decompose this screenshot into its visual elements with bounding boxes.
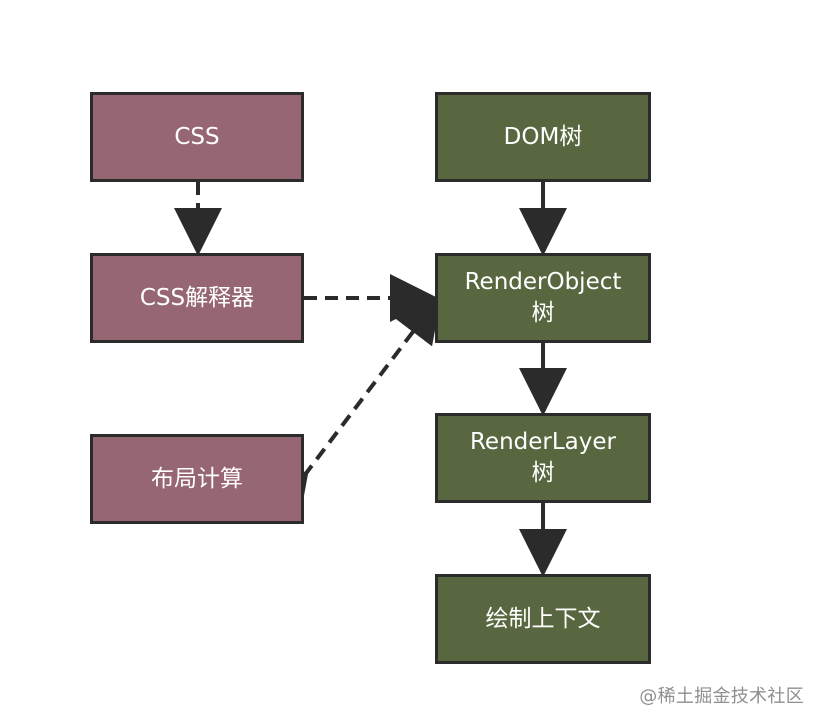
node-css: CSS xyxy=(90,92,304,182)
node-css-label: CSS xyxy=(174,123,220,150)
node-dom-tree-label: DOM树 xyxy=(503,123,583,150)
node-renderobject-tree: RenderObject 树 xyxy=(435,253,651,343)
node-css-parser: CSS解释器 xyxy=(90,253,304,343)
node-renderlayer-tree: RenderLayer 树 xyxy=(435,413,651,503)
node-renderlayer-tree-label: RenderLayer 树 xyxy=(469,429,616,486)
node-css-parser-label: CSS解释器 xyxy=(139,284,255,311)
node-paint-context-label: 绘制上下文 xyxy=(485,605,601,632)
edge-layout-renderobject xyxy=(260,293,442,523)
watermark-text: @稀土掘金技术社区 xyxy=(639,686,804,707)
node-layout-calculation-label: 布局计算 xyxy=(151,465,243,492)
node-paint-context: 绘制上下文 xyxy=(435,574,651,664)
node-layout-calculation: 布局计算 xyxy=(90,434,304,524)
node-renderobject-tree-label: RenderObject 树 xyxy=(464,269,622,326)
node-dom-tree: DOM树 xyxy=(435,92,651,182)
